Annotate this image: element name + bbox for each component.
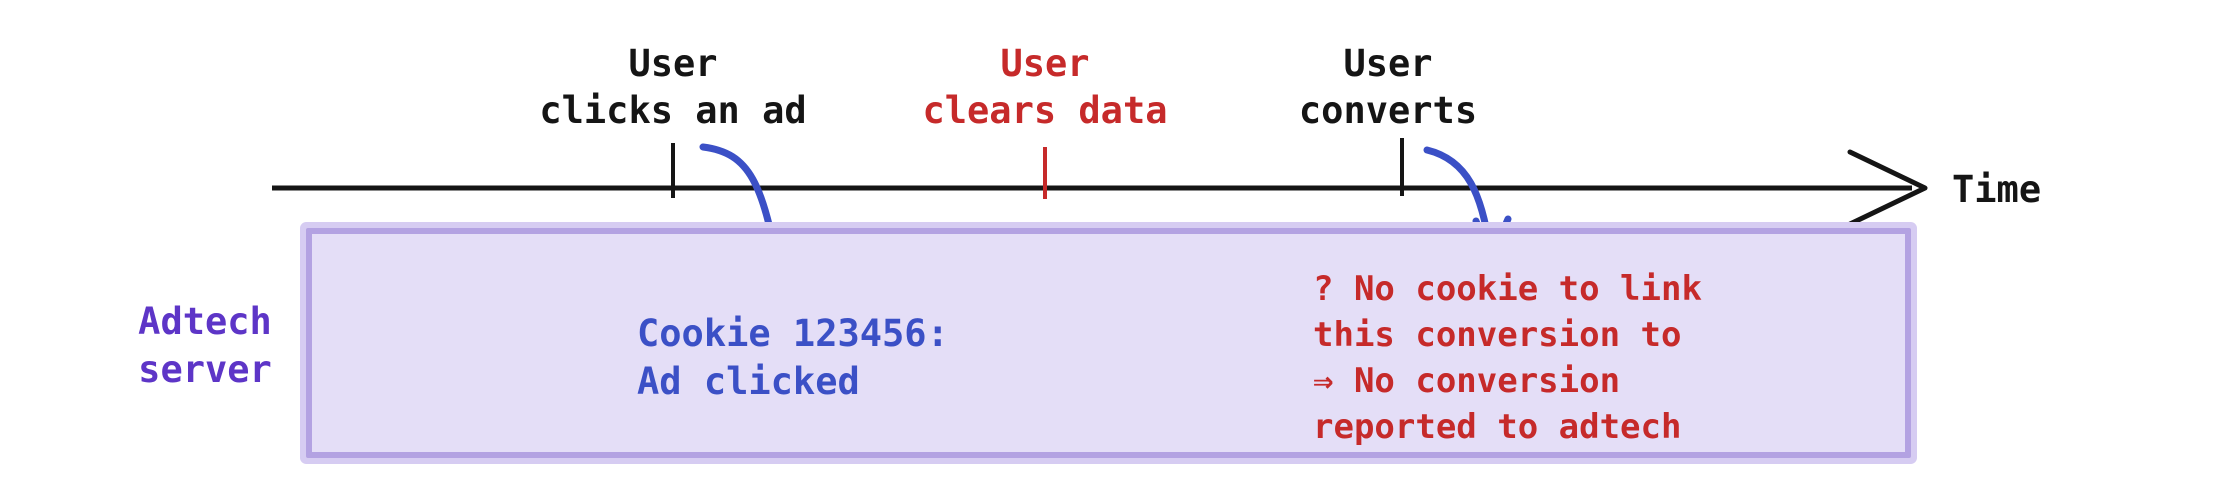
event-label-line: converts xyxy=(1298,89,1478,132)
cookie-note-line: Ad clicked xyxy=(637,360,860,403)
no-cookie-note-line: ⇒ No conversion xyxy=(1313,361,1621,401)
event-label-line: clicks an ad xyxy=(539,89,807,132)
adtech-server-label-line: server xyxy=(138,348,272,391)
cookie-note-line: Cookie 123456: xyxy=(637,312,949,355)
event-label-line: User xyxy=(1000,42,1090,85)
adtech-server-label: Adtech server xyxy=(55,298,355,394)
no-cookie-note-line: ? No cookie to link xyxy=(1313,269,1702,309)
event-label-user-converts: User converts xyxy=(1168,40,1608,134)
event-label-user-clears-data: User clears data xyxy=(825,40,1265,134)
adtech-server-label-line: Adtech xyxy=(138,300,272,343)
event-label-line: clears data xyxy=(922,89,1168,132)
event-label-line: User xyxy=(1343,42,1433,85)
no-cookie-note-line: reported to adtech xyxy=(1313,407,1682,447)
time-axis-label: Time xyxy=(1952,168,2042,211)
no-cookie-note-line: this conversion to xyxy=(1313,315,1682,355)
event-label-line: User xyxy=(628,42,718,85)
event-label-user-clicks-ad: User clicks an ad xyxy=(453,40,893,134)
time-axis-arrowhead-icon xyxy=(1847,149,1928,227)
no-cookie-note: ? No cookie to link this conversion to ⇒… xyxy=(1313,266,1702,450)
adtech-server-box xyxy=(306,228,1911,458)
cookie-note: Cookie 123456: Ad clicked xyxy=(637,310,949,406)
